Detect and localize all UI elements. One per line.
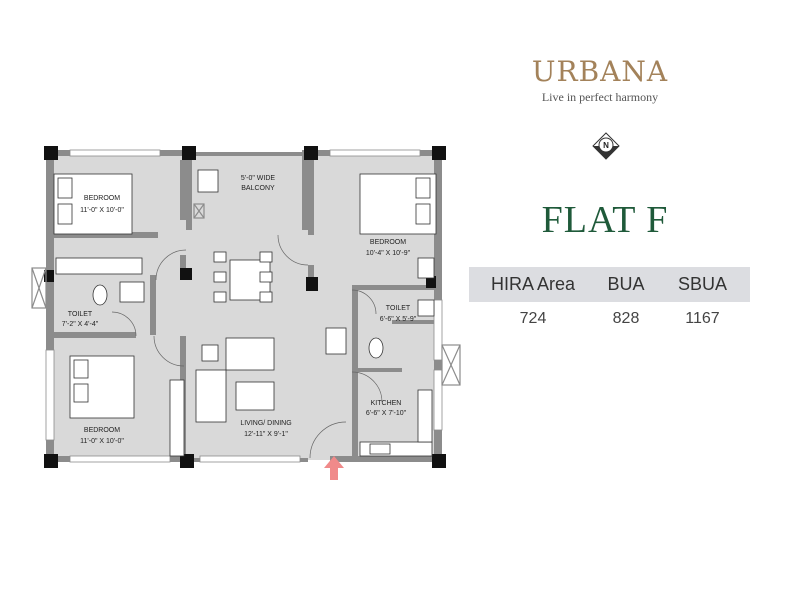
area-table: HIRA Area BUA SBUA 724 828 1167 [469,267,750,336]
header-sbua: SBUA [677,274,728,294]
balcony-label: BALCONY [241,185,275,192]
balcony-width: 5'-0" WIDE [241,175,275,182]
washbasin-2 [417,299,435,317]
bedroom-2-size: 10'-4" X 10'-9" [366,250,411,257]
brand-name: URBANA [531,55,669,88]
living-size: 12'-11" X 9'-1" [244,431,288,438]
bedroom-3-name: BEDROOM [84,427,120,434]
value-sbua: 1167 [685,310,720,327]
kitchen-size: 6'-6" X 7'-10" [366,410,407,417]
north-compass-icon: N [592,132,620,160]
door-swings [111,234,383,459]
windows [45,149,443,463]
value-hira-area: 724 [519,310,547,327]
floor-plan: BEDROOM 11'-0" X 10'-0" 5'-0" WIDE BALCO… [31,146,461,480]
toilet-2-name: TOILET [386,305,411,312]
entry-arrow-icon [324,456,344,480]
bedroom-1-name: BEDROOM [84,195,120,202]
wc-2 [368,337,384,359]
washbasin-1 [119,281,145,303]
kitchen-name: KITCHEN [371,400,402,407]
bedroom-1-size: 11'-0" X 10'-0" [80,207,124,214]
living-name: LIVING/ DINING [240,420,291,427]
sofa-side [195,369,227,423]
value-bua: 828 [612,310,640,327]
wc-1 [92,284,108,306]
ducts [31,203,461,386]
toilet-2-size: 6'-6" X 5'-9" [380,316,417,323]
header-hira-area: HIRA Area [490,274,576,294]
area-table-row: 724 828 1167 [469,302,750,336]
wardrobe-3 [169,379,185,457]
brand-logo: URBANA Live in perfect harmony [520,56,680,105]
header-bua: BUA [607,274,645,294]
furniture [53,169,437,457]
flat-title: FLAT F [541,199,669,241]
compass-letter: N [603,141,609,150]
bedroom-3-size: 11'-0" X 10'-0" [80,438,124,445]
sofa [225,337,275,371]
area-table-header: HIRA Area BUA SBUA [469,267,750,302]
toilet-1-size: 7'-2" X 4'-4" [62,321,99,328]
brand-tagline: Live in perfect harmony [541,90,659,104]
columns [44,146,446,468]
toilet-1-name: TOILET [68,311,93,318]
wardrobe-1 [55,257,143,275]
bedroom-2-name: BEDROOM [370,239,406,246]
